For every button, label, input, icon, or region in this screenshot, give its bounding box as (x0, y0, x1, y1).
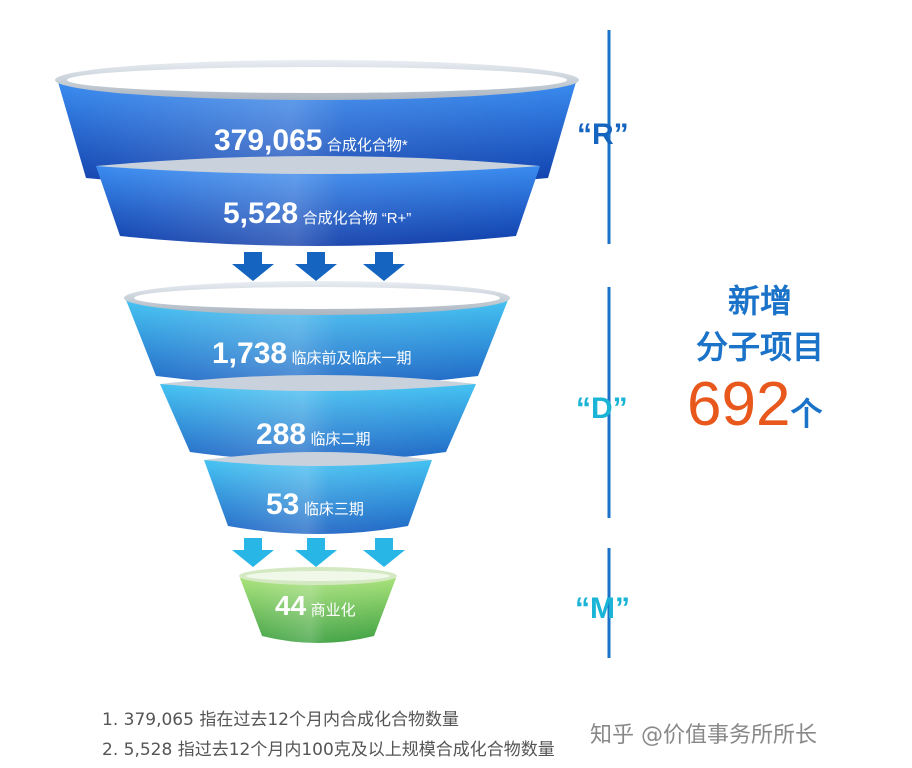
footnote-1: 1. 379,065 指在过去12个月内合成化合物数量 (102, 710, 459, 730)
summary-total: 692个 (687, 370, 823, 439)
down-arrows-1 (232, 252, 405, 281)
tier-6-label: 44 商业化 (275, 590, 356, 621)
stage-label-m: “M” (575, 592, 630, 625)
down-arrow-icon (363, 252, 405, 281)
funnel-tier-5 (204, 452, 432, 534)
down-arrow-icon (295, 538, 337, 567)
down-arrow-icon (232, 252, 274, 281)
summary-line-1: 新增 (727, 282, 792, 320)
tier-4-label: 288 临床二期 (256, 418, 371, 451)
funnel-tier-2 (96, 156, 540, 246)
tier-1-label: 379,065 合成化合物* (214, 124, 408, 157)
tier-5-label: 53 临床三期 (266, 488, 364, 521)
funnel-tier-3 (124, 281, 510, 386)
down-arrow-icon (363, 538, 405, 567)
tier-3-label: 1,738 临床前及临床一期 (212, 337, 412, 370)
watermark: 知乎 @价值事务所所长 (590, 723, 817, 748)
stage-label-r: “R” (577, 118, 629, 151)
down-arrows-2 (232, 538, 405, 567)
footnote-2: 2. 5,528 指过去12个月内100克及以上规模合成化合物数量 (102, 740, 555, 760)
down-arrow-icon (295, 252, 337, 281)
summary-line-2: 分子项目 (695, 328, 824, 366)
tier-2-label: 5,528 合成化合物 “R+” (223, 197, 412, 230)
stage-label-d: “D” (576, 392, 628, 425)
down-arrow-icon (232, 538, 274, 567)
funnel-tier-6 (239, 567, 397, 643)
funnel-tier-4 (160, 375, 476, 461)
